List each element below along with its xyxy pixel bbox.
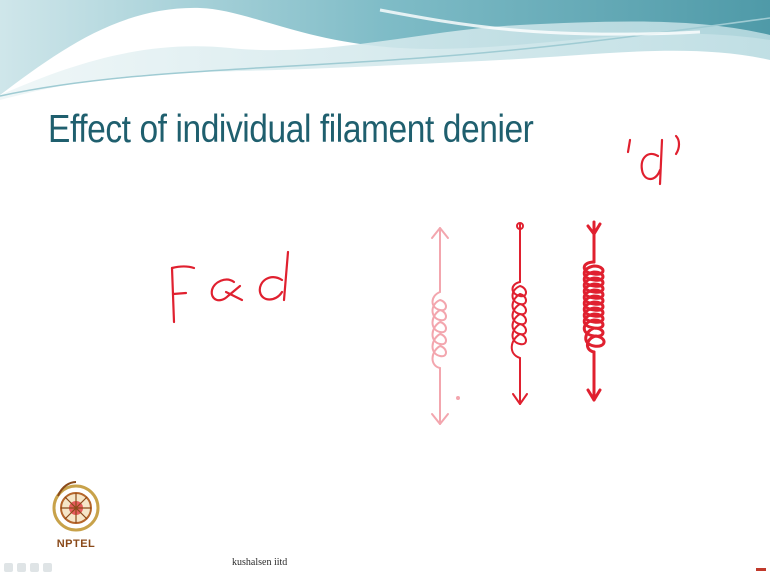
proportionality-annotation [170,250,290,324]
pen-tool-icon[interactable] [17,563,26,572]
header-wave-decoration [0,0,770,100]
nptel-logo-text: NPTEL [56,538,96,550]
nptel-emblem-icon [52,481,100,532]
dense-spring-sketch [582,220,606,402]
eraser-tool-icon[interactable] [30,563,39,572]
quote-d-annotation [626,134,681,186]
light-spring-sketch [431,227,460,425]
slide-title: Effect of individual filament denier [48,108,534,151]
medium-spring-sketch [510,222,528,405]
pen-toolbar[interactable] [4,563,52,572]
corner-mark [756,568,766,571]
footer-credit: kushalsen iitd [232,557,288,568]
nptel-logo: NPTEL [48,478,104,556]
menu-icon[interactable] [43,563,52,572]
pointer-tool-icon[interactable] [4,563,13,572]
